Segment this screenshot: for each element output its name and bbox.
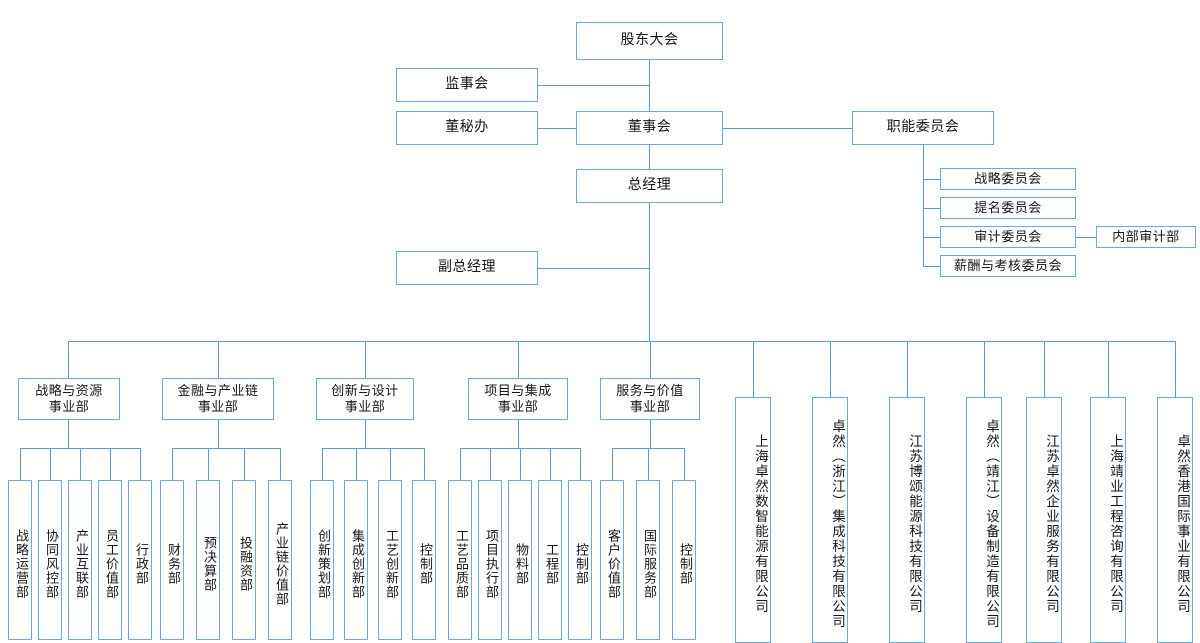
node-committee-strategy[interactable]: 战略委员会 xyxy=(940,168,1076,190)
connector-department-1-3 xyxy=(80,448,81,480)
node-department-materials[interactable]: 物料部 xyxy=(508,480,532,640)
node-committee-audit[interactable]: 审计委员会 xyxy=(940,226,1076,248)
connector-riser-subsidiary-5 xyxy=(1044,341,1045,397)
connector-committee-compensation xyxy=(923,266,940,267)
node-internal-audit-department[interactable]: 内部审计部 xyxy=(1096,226,1196,248)
node-subsidiary-shanghai-jingye-engineering-consulting[interactable]: 上海靖业工程咨询有限公司 xyxy=(1090,397,1126,643)
connector-riser-subsidiary-7 xyxy=(1175,341,1176,397)
node-committee-nomination[interactable]: 提名委员会 xyxy=(940,197,1076,219)
connector-department-1-5 xyxy=(140,448,141,480)
node-department-control-project-integration[interactable]: 控制部 xyxy=(568,480,592,640)
connector-committee-audit xyxy=(923,237,940,238)
connector-department-4-5 xyxy=(580,448,581,480)
node-department-industrial-internet[interactable]: 产业互联部 xyxy=(68,480,92,640)
connector-division-2-drop xyxy=(218,420,219,448)
connector-riser-division-3 xyxy=(365,341,366,378)
connector-department-4-3 xyxy=(520,448,521,480)
connector-department-1-4 xyxy=(110,448,111,480)
connector-committee-strategy xyxy=(923,179,940,180)
node-department-collaborative-risk-control[interactable]: 协同风控部 xyxy=(38,480,62,640)
node-department-engineering[interactable]: 工程部 xyxy=(538,480,562,640)
node-subsidiary-jiangsu-zhuoran-enterprise-service[interactable]: 江苏卓然企业服务有限公司 xyxy=(1026,397,1062,643)
node-division-innovation-design[interactable]: 创新与设计 事业部 xyxy=(316,378,414,420)
connector-division-2-bus xyxy=(172,448,280,449)
node-department-customer-value[interactable]: 客户价值部 xyxy=(600,480,624,640)
node-general-manager[interactable]: 总经理 xyxy=(576,169,723,203)
node-department-international-service[interactable]: 国际服务部 xyxy=(636,480,660,640)
connector-department-2-1 xyxy=(172,448,173,480)
connector-riser-subsidiary-2 xyxy=(830,341,831,397)
connector-riser-division-1 xyxy=(68,341,69,378)
node-subsidiary-zhuoran-hongkong-international[interactable]: 卓然香港国际事业有限公司 xyxy=(1157,397,1193,643)
connector-department-4-2 xyxy=(490,448,491,480)
node-department-employee-value[interactable]: 员工价值部 xyxy=(98,480,122,640)
connector-division-1-drop xyxy=(68,420,69,448)
connector-riser-subsidiary-4 xyxy=(984,341,985,397)
node-department-investment-financing[interactable]: 投融资部 xyxy=(232,480,256,640)
connector-audit-to-internal-audit xyxy=(1076,237,1096,238)
connector-riser-subsidiary-3 xyxy=(907,341,908,397)
node-department-integrated-innovation[interactable]: 集成创新部 xyxy=(344,480,368,640)
connector-department-5-1 xyxy=(612,448,613,480)
node-department-innovation-planning[interactable]: 创新策划部 xyxy=(310,480,334,640)
node-division-service-value[interactable]: 服务与价值 事业部 xyxy=(600,378,700,420)
node-subsidiary-jiangsu-bosong-energy-tech[interactable]: 江苏博颂能源科技有限公司 xyxy=(889,397,925,643)
node-department-control-innovation-design[interactable]: 控制部 xyxy=(412,480,436,640)
node-functional-committees[interactable]: 职能委员会 xyxy=(852,111,994,145)
node-subsidiary-zhuoran-zhejiang-integration-tech[interactable]: 卓然（浙江）集成科技有限公司 xyxy=(812,397,848,643)
connector-division-4-drop xyxy=(518,420,519,448)
node-subsidiary-shanghai-zhuoran-digital-energy[interactable]: 上海卓然数智能源有限公司 xyxy=(735,397,771,643)
connector-board-to-gm xyxy=(649,145,650,169)
connector-division-3-drop xyxy=(365,420,366,448)
connector-riser-subsidiary-6 xyxy=(1108,341,1109,397)
node-subsidiary-zhuoran-jingjiang-equipment-manufacturing[interactable]: 卓然（靖江）设备制造有限公司 xyxy=(966,397,1002,643)
connector-gm-to-bus xyxy=(649,203,650,341)
connector-riser-division-2 xyxy=(218,341,219,378)
node-supervisory-board[interactable]: 监事会 xyxy=(396,68,538,102)
node-board-of-directors[interactable]: 董事会 xyxy=(576,111,723,145)
connector-department-3-1 xyxy=(322,448,323,480)
connector-committee-riser xyxy=(923,145,924,267)
connector-department-1-1 xyxy=(20,448,21,480)
node-division-strategy-resources[interactable]: 战略与资源 事业部 xyxy=(18,378,120,420)
connector-department-4-4 xyxy=(550,448,551,480)
connector-division-bus xyxy=(68,341,1175,342)
connector-department-3-4 xyxy=(424,448,425,480)
node-deputy-general-manager[interactable]: 副总经理 xyxy=(396,251,538,285)
connector-department-2-4 xyxy=(280,448,281,480)
node-department-process-innovation[interactable]: 工艺创新部 xyxy=(378,480,402,640)
node-shareholders-meeting[interactable]: 股东大会 xyxy=(576,22,723,60)
connector-department-1-2 xyxy=(50,448,51,480)
connector-division-3-bus xyxy=(322,448,424,449)
connector-department-4-1 xyxy=(460,448,461,480)
connector-committee-nomination xyxy=(923,208,940,209)
connector-department-3-2 xyxy=(356,448,357,480)
node-division-finance-industrial-chain[interactable]: 金融与产业链 事业部 xyxy=(162,378,274,420)
connector-deputy-gm xyxy=(538,268,649,269)
connector-department-2-3 xyxy=(244,448,245,480)
node-department-strategy-operations[interactable]: 战略运营部 xyxy=(8,480,32,640)
connector-riser-subsidiary-1 xyxy=(753,341,754,397)
node-department-control-service-value[interactable]: 控制部 xyxy=(672,480,696,640)
connector-department-5-2 xyxy=(648,448,649,480)
connector-department-5-3 xyxy=(684,448,685,480)
connector-riser-division-4 xyxy=(518,341,519,378)
connector-department-2-2 xyxy=(208,448,209,480)
connector-supervisory-board xyxy=(538,85,649,86)
connector-spine-main xyxy=(649,60,650,111)
node-department-industrial-chain-value[interactable]: 产业链价值部 xyxy=(268,480,292,640)
node-department-administration[interactable]: 行政部 xyxy=(128,480,152,640)
node-division-project-integration[interactable]: 项目与集成 事业部 xyxy=(468,378,568,420)
node-department-budget-settlement[interactable]: 预决算部 xyxy=(196,480,220,640)
connector-division-5-drop xyxy=(650,420,651,448)
node-department-process-quality[interactable]: 工艺品质部 xyxy=(448,480,472,640)
node-department-project-execution[interactable]: 项目执行部 xyxy=(478,480,502,640)
node-board-secretary-office[interactable]: 董秘办 xyxy=(396,111,538,145)
connector-board-secretary xyxy=(538,128,576,129)
connector-department-3-3 xyxy=(390,448,391,480)
node-committee-compensation-assessment[interactable]: 薪酬与考核委员会 xyxy=(940,255,1076,277)
node-department-finance[interactable]: 财务部 xyxy=(160,480,184,640)
connector-board-to-committees xyxy=(723,128,852,129)
connector-riser-division-5 xyxy=(650,341,651,378)
